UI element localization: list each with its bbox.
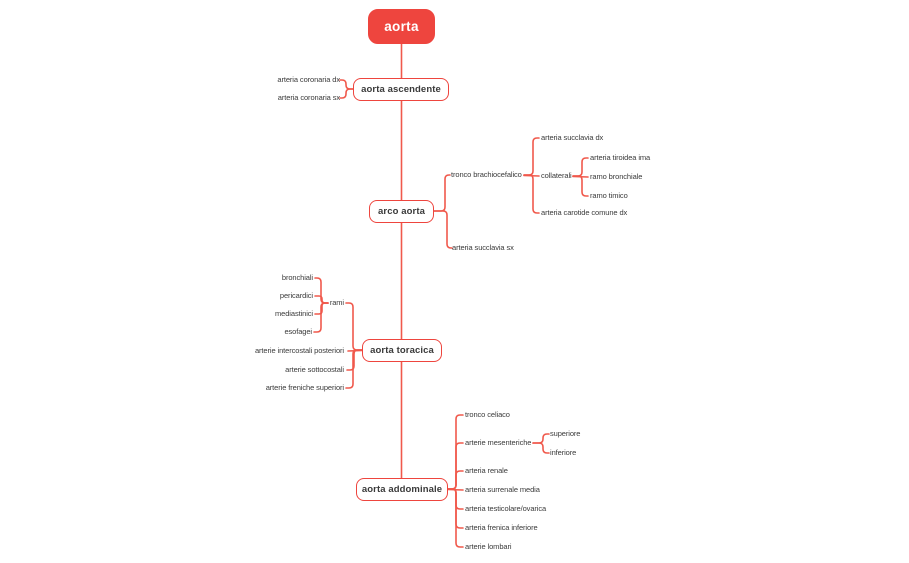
connector-arco-tronco-brachiocefalico [433, 174, 451, 212]
leaf-tronco-brachiocefalico[interactable]: tronco brachiocefalico [451, 170, 522, 179]
connector-toracica-freniche [345, 349, 363, 389]
leaf-collaterali[interactable]: collaterali [541, 171, 572, 180]
connector-collaterali-ramo-timico [572, 175, 589, 197]
leaf-tronco-celiaco[interactable]: tronco celiaco [465, 410, 510, 419]
node-aorta[interactable]: aorta [368, 9, 435, 44]
connector-toracica-sottocostali [346, 349, 363, 371]
leaf-arteria-frenica-inferiore[interactable]: arteria frenica inferiore [465, 523, 538, 532]
leaf-arteria-carotide-comune-dx[interactable]: arteria carotide comune dx [541, 208, 628, 217]
leaf-arterie-intercostali-posteriori[interactable]: arterie intercostali posteriori [254, 346, 344, 355]
connector-tronco-succlavia-dx [523, 137, 540, 176]
leaf-arterie-mesenteriche[interactable]: arterie mesenteriche [465, 438, 532, 447]
leaf-arterie-sottocostali[interactable]: arterie sottocostali [285, 365, 344, 374]
connector-collaterali-tiroidea-ima [572, 157, 589, 177]
leaf-mesenterica-inferiore[interactable]: inferiore [550, 448, 577, 457]
leaf-bronchiali[interactable]: bronchiali [281, 273, 313, 282]
connector-arco-succlavia-sx [433, 210, 453, 249]
leaf-esofagei[interactable]: esofagei [284, 327, 312, 336]
leaf-arteria-renale[interactable]: arteria renale [465, 466, 508, 475]
connector-addominale-renale [447, 470, 464, 490]
leaf-arteria-coronaria-dx[interactable]: arteria coronaria dx [277, 75, 340, 84]
leaf-pericardici[interactable]: pericardici [279, 291, 313, 300]
node-aorta-addominale[interactable]: aorta addominale [356, 478, 448, 501]
leaf-arteria-succlavia-sx[interactable]: arteria succlavia sx [452, 243, 514, 252]
connector-addominale-lombari [447, 488, 464, 548]
connector-ascendente-coronaria-sx [339, 88, 354, 99]
leaf-arteria-succlavia-dx[interactable]: arteria succlavia dx [541, 133, 604, 142]
connector-mesenteriche-inferiore [532, 442, 550, 454]
connector-tronco-carotide-comune-dx [523, 174, 540, 214]
connector-mesenteriche-superiore [532, 433, 550, 444]
node-arco-aorta[interactable]: arco aorta [369, 200, 434, 223]
node-aorta-toracica[interactable]: aorta toracica [362, 339, 442, 362]
leaf-arteria-testicolare-ovarica[interactable]: arteria testicolare/ovarica [465, 504, 547, 513]
leaf-arterie-lombari[interactable]: arterie lombari [465, 542, 512, 551]
connector-toracica-rami [345, 302, 363, 351]
leaf-mesenterica-superiore[interactable]: superiore [550, 429, 581, 438]
node-aorta-ascendente[interactable]: aorta ascendente [353, 78, 449, 101]
leaf-arteria-coronaria-sx[interactable]: arteria coronaria sx [277, 93, 340, 102]
leaf-ramo-bronchiale[interactable]: ramo bronchiale [590, 172, 643, 181]
leaf-arteria-tiroidea-ima[interactable]: arteria tiroidea ima [590, 153, 651, 162]
leaf-arterie-freniche-superiori[interactable]: arterie freniche superiori [265, 383, 344, 392]
connector-rami-esofagei [313, 302, 329, 333]
connector-ascendente-coronaria-dx [339, 79, 354, 90]
leaf-ramo-timico[interactable]: ramo timico [590, 191, 628, 200]
leaf-rami[interactable]: rami [329, 298, 344, 307]
leaf-arteria-surrenale-media[interactable]: arteria surrenale media [465, 485, 540, 494]
leaf-mediastinici[interactable]: mediastinici [275, 309, 313, 318]
